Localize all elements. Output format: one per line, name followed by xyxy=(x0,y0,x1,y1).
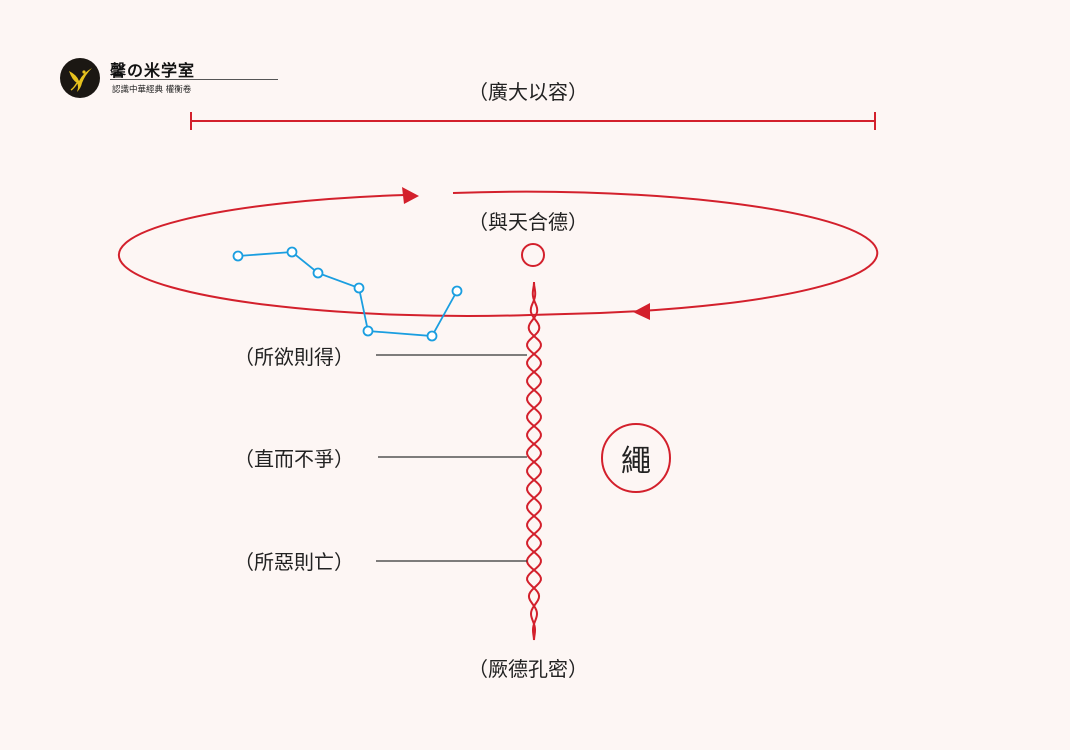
rotation-ellipse xyxy=(117,190,879,317)
pole-circle-icon xyxy=(521,243,545,267)
label-left-3: （所惡則亡） xyxy=(234,550,354,574)
arrow-left-icon xyxy=(633,303,650,320)
arrow-right-icon xyxy=(402,187,419,204)
brand-subtitle: 認識中華經典 權衡卷 xyxy=(112,85,192,95)
label-top: （廣大以容） xyxy=(468,80,588,104)
big-dipper-icon xyxy=(232,246,463,342)
rope-strand xyxy=(526,281,542,641)
label-center-top: （與天合德） xyxy=(468,210,588,234)
rope-character-badge: 繩 xyxy=(601,423,671,493)
label-left-2: （直而不爭） xyxy=(234,447,354,471)
brand-logo: 馨の米学室 認識中華經典 權衡卷 xyxy=(60,58,278,100)
rope-strand xyxy=(526,281,542,641)
label-bottom: （厥德孔密） xyxy=(468,657,588,681)
bird-emblem-icon xyxy=(60,58,100,98)
label-left-1: （所欲則得） xyxy=(234,345,354,369)
brand-divider xyxy=(110,79,278,80)
twisted-rope-icon xyxy=(526,281,542,641)
width-bracket xyxy=(190,112,876,130)
brand-title: 馨の米学室 xyxy=(110,61,196,80)
